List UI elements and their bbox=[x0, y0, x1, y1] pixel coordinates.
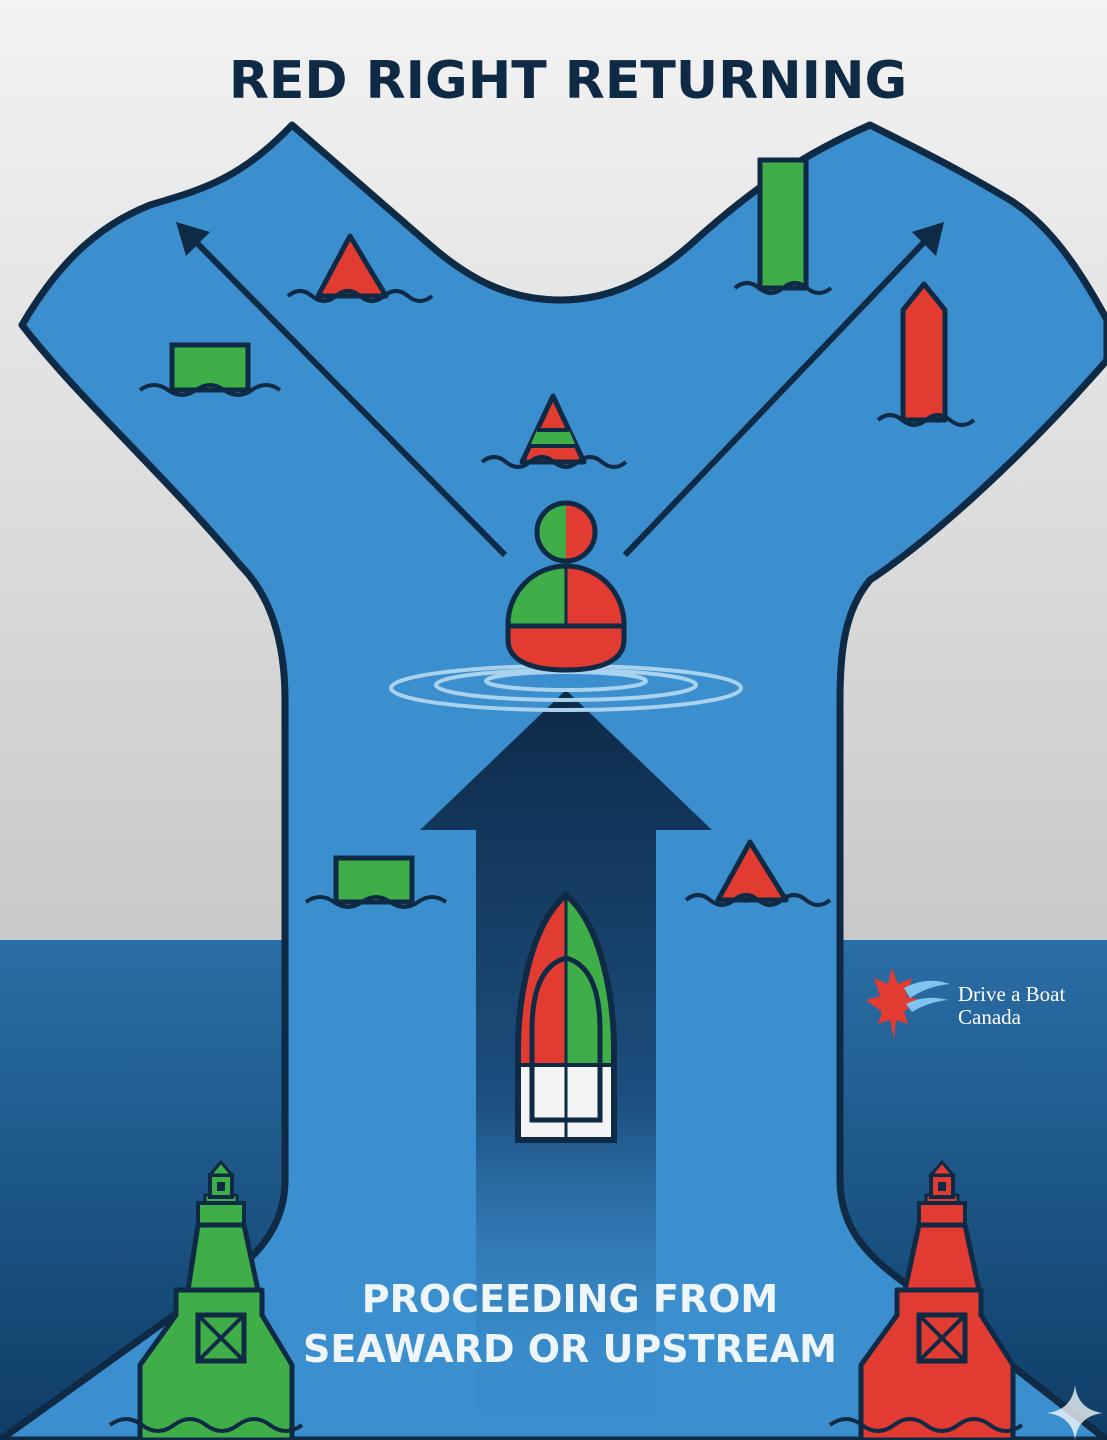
logo-line-2: Canada bbox=[958, 1005, 1022, 1029]
logo-line-1: Drive a Boat bbox=[958, 982, 1065, 1006]
caption-line-1: PROCEEDING FROM bbox=[362, 1277, 778, 1321]
caption-line-2: SEAWARD OR UPSTREAM bbox=[303, 1327, 837, 1371]
diagram-title: RED RIGHT RETURNING bbox=[229, 51, 907, 111]
